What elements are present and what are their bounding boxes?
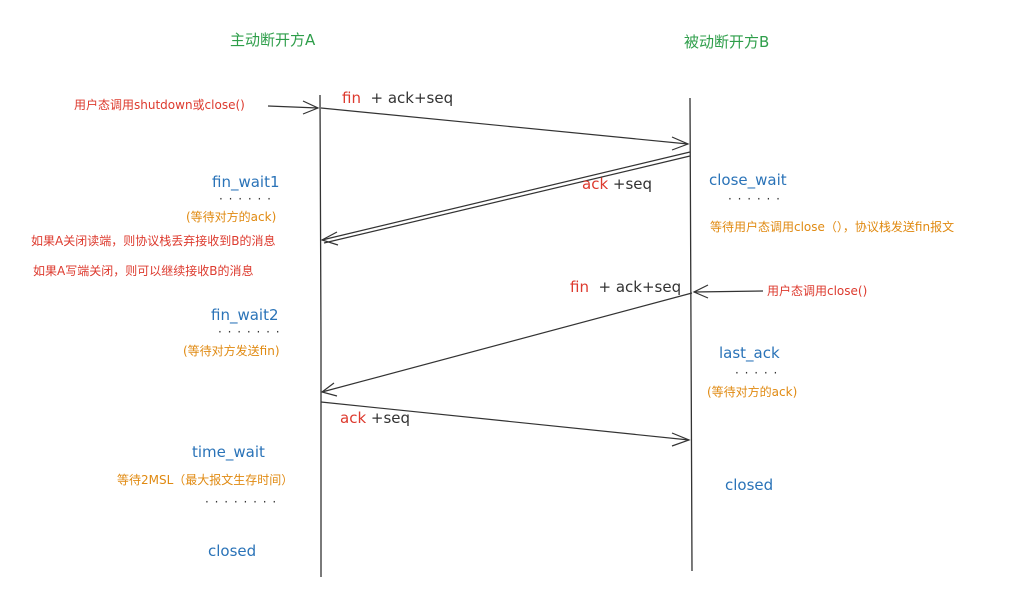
lifeline-a: [319, 94, 322, 577]
state-fin-wait1: fin_wait1: [212, 173, 280, 191]
time-wait-note: 等待2MSL（最大报文生存时间）: [117, 473, 294, 487]
fin-wait1-note: (等待对方的ack): [186, 210, 277, 224]
arrow-fin-a-to-b: [320, 107, 689, 145]
note-user-shutdown: 用户态调用shutdown或close(): [74, 98, 245, 112]
msg-key-ack-1: ack: [582, 175, 609, 193]
fin-wait2-dots: · · · · · · ·: [218, 325, 281, 339]
note-write-end-closed: 如果A写端关闭，则可以继续接收B的消息: [33, 264, 254, 278]
arrowhead-shutdown-call: [302, 100, 320, 115]
state-time-wait: time_wait: [192, 443, 265, 461]
last-ack-dots: · · · · ·: [735, 366, 779, 380]
msg-label-ack-2: ack +seq: [340, 411, 410, 426]
msg-label-ack-1: ack +seq: [582, 177, 652, 192]
time-wait-dots: · · · · · · · ·: [205, 495, 278, 509]
msg-key-fin-1: fin: [342, 89, 361, 107]
arrow-user-close-call: [693, 290, 764, 293]
fin-wait1-dots: · · · · · ·: [219, 192, 272, 206]
state-closed-b: closed: [725, 476, 774, 494]
state-closed-a: closed: [208, 542, 257, 560]
arrow-fin-b-to-a: [321, 292, 693, 393]
arrow-ack-b-to-a-double: [323, 155, 691, 244]
arrowhead-user-close-call: [692, 284, 709, 299]
arrowhead-ack-a-to-b: [671, 432, 691, 447]
arrowhead-fin-b-to-a: [320, 382, 338, 397]
arrow-ack-a-to-b: [320, 401, 690, 441]
arrow-shutdown-call: [267, 105, 319, 109]
arrowhead-fin-a-to-b: [671, 136, 690, 151]
arrow-ack-b-to-a: [321, 151, 691, 241]
msg-label-fin-1: fin + ack+seq: [342, 91, 453, 106]
msg-label-fin-2: fin + ack+seq: [570, 280, 681, 295]
state-last-ack: last_ack: [719, 344, 780, 362]
msg-rest-ack-2: +seq: [370, 409, 411, 427]
msg-rest-fin-2: + ack+seq: [598, 278, 682, 296]
last-ack-note: (等待对方的ack): [707, 385, 798, 399]
msg-key-ack-2: ack: [340, 409, 367, 427]
msg-rest-fin-1: + ack+seq: [370, 89, 454, 107]
fin-wait2-note: (等待对方发送fin): [183, 344, 280, 358]
title-active-closer-a: 主动断开方A: [230, 31, 316, 49]
msg-key-fin-2: fin: [570, 278, 589, 296]
note-read-end-closed: 如果A关闭读端，则协议栈丢弃接收到B的消息: [31, 234, 276, 248]
note-user-close: 用户态调用close(): [767, 284, 868, 298]
lifeline-b: [689, 97, 693, 572]
close-wait-note: 等待用户态调用close（），协议栈发送fin报文: [710, 220, 955, 234]
arrowhead-ack-b-to-a: [320, 231, 339, 246]
close-wait-dots: · · · · · ·: [728, 192, 781, 206]
state-fin-wait2: fin_wait2: [211, 306, 279, 324]
title-passive-closer-b: 被动断开方B: [684, 33, 770, 51]
msg-rest-ack-1: +seq: [612, 175, 653, 193]
state-close-wait: close_wait: [709, 171, 787, 189]
